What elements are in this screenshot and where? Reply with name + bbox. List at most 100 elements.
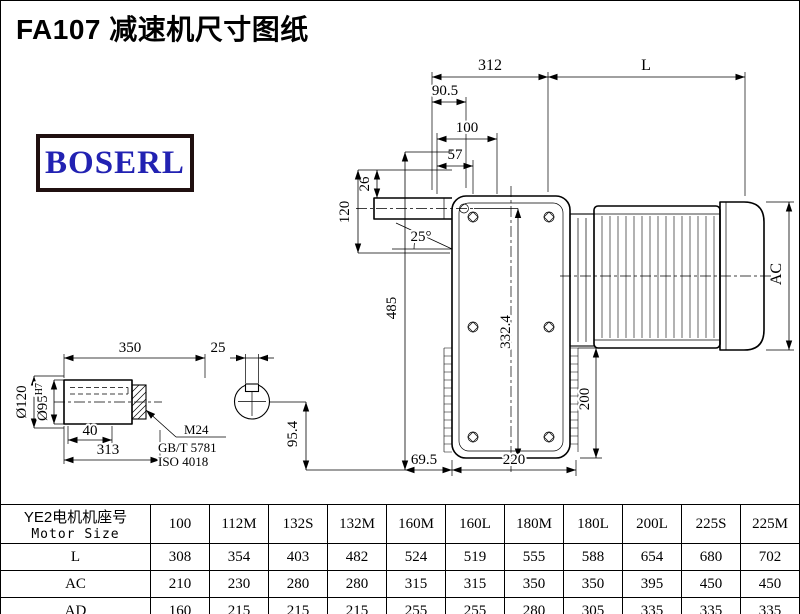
dim-value-cell: 450 — [740, 570, 800, 598]
table-header-motor-size: YE2电机机座号 Motor Size — [0, 504, 151, 544]
dimension-AC: AC — [766, 201, 794, 351]
col-header: 132S — [268, 504, 328, 544]
standard-iso-label: ISO 4018 — [158, 454, 208, 469]
dim-value-cell: 335 — [622, 597, 682, 614]
dimension-57: 57 — [437, 145, 474, 194]
dim-200: 200 — [577, 388, 593, 411]
dim-value-cell: 403 — [268, 543, 328, 571]
shaft-cross-section — [233, 383, 271, 420]
svg-text:Ø95H7: Ø95H7 — [34, 383, 51, 421]
shaft-detail — [54, 379, 162, 425]
dim-332-4: 332.4 — [498, 315, 514, 349]
dimension-40: 40 — [67, 421, 113, 444]
dim-dia-95: Ø95 — [35, 395, 51, 421]
col-header: 112M — [209, 504, 269, 544]
col-header: 180L — [563, 504, 623, 544]
col-header: 225M — [740, 504, 800, 544]
dimension-90-5: 90.5 — [430, 81, 467, 188]
dim-value-cell: 230 — [209, 570, 269, 598]
dim-AC: AC — [768, 263, 785, 285]
dim-220: 220 — [503, 452, 526, 468]
technical-drawing: 25° 312 L 90.5 — [12, 55, 794, 476]
dim-value-cell: 305 — [563, 597, 623, 614]
header-en: Motor Size — [31, 527, 120, 542]
dim-485: 485 — [384, 297, 400, 320]
angle-annotation: 25° — [392, 222, 453, 250]
dim-value-cell: 280 — [504, 597, 564, 614]
dim-value-cell: 315 — [386, 570, 446, 598]
dimension-220: 220 — [452, 450, 577, 476]
col-header: 132M — [327, 504, 387, 544]
dim-120: 120 — [337, 201, 353, 224]
dim-value-cell: 350 — [504, 570, 564, 598]
standard-gbt-label: GB/T 5781 — [158, 440, 217, 455]
dim-value-cell: 280 — [268, 570, 328, 598]
dim-dia-120: Ø120 — [14, 385, 30, 418]
dim-69-5: 69.5 — [411, 452, 437, 468]
tolerance-h7: H7 — [34, 383, 45, 395]
dim-value-cell: 702 — [740, 543, 800, 571]
col-header: 160L — [445, 504, 505, 544]
dim-312: 312 — [478, 57, 502, 74]
dim-value-cell: 350 — [563, 570, 623, 598]
col-header: 160M — [386, 504, 446, 544]
dim-value-cell: 588 — [563, 543, 623, 571]
dimension-200: 200 — [575, 347, 602, 459]
dim-value-cell: 654 — [622, 543, 682, 571]
dim-25deg: 25° — [411, 229, 432, 245]
dim-value-cell: 335 — [681, 597, 741, 614]
dim-value-cell: 395 — [622, 570, 682, 598]
dim-100: 100 — [456, 120, 479, 136]
dimension-312: 312 — [431, 55, 549, 192]
fan-cowl — [719, 201, 765, 351]
dim-value-cell: 315 — [445, 570, 505, 598]
dimension-L: L — [548, 55, 746, 196]
dimension-95-4: 95.4 — [270, 401, 405, 471]
dim-26: 26 — [357, 176, 373, 192]
dim-value-cell: 680 — [681, 543, 741, 571]
dim-value-cell: 450 — [681, 570, 741, 598]
dim-25: 25 — [211, 340, 226, 356]
dim-value-cell: 215 — [327, 597, 387, 614]
dim-value-cell: 555 — [504, 543, 564, 571]
dimension-313: 313 — [63, 426, 161, 464]
dim-value-cell: 482 — [327, 543, 387, 571]
output-shaft — [356, 197, 474, 220]
dim-value-cell: 215 — [268, 597, 328, 614]
thread-label: M24 — [184, 422, 209, 437]
header-cn: YE2电机机座号 — [23, 509, 128, 526]
dim-value-cell: 524 — [386, 543, 446, 571]
page-title: FA107 减速机尺寸图纸 — [16, 14, 309, 45]
dimension-120: 120 — [335, 170, 450, 254]
row-label: AC — [0, 570, 151, 598]
dim-value-cell: 255 — [445, 597, 505, 614]
dim-value-cell: 335 — [740, 597, 800, 614]
motor-size-table: YE2电机机座号 Motor Size 100 112M 132S 132M 1… — [0, 504, 800, 614]
col-header: 225S — [681, 504, 741, 544]
dim-313: 313 — [97, 442, 120, 458]
dim-L: L — [641, 57, 651, 74]
dimension-25: 25 — [209, 338, 274, 383]
thread-callout: M24 GB/T 5781 ISO 4018 — [145, 409, 226, 471]
dim-value-cell: 255 — [386, 597, 446, 614]
dimension-dia120: Ø120 — [12, 375, 64, 429]
dim-value-cell: 308 — [150, 543, 210, 571]
dim-value-cell: 160 — [150, 597, 210, 614]
dim-value-cell: 210 — [150, 570, 210, 598]
dim-value-cell: 215 — [209, 597, 269, 614]
dimension-dia95: Ø95H7 — [32, 379, 64, 425]
col-header: 200L — [622, 504, 682, 544]
col-header: 180M — [504, 504, 564, 544]
dim-value-cell: 354 — [209, 543, 269, 571]
dim-90-5: 90.5 — [432, 83, 458, 99]
dim-value-cell: 519 — [445, 543, 505, 571]
dimension-26: 26 — [355, 169, 452, 198]
dimension-332-4: 332.4 — [474, 208, 522, 458]
col-header: 100 — [150, 504, 210, 544]
dim-value-cell: 280 — [327, 570, 387, 598]
dimension-69-5: 69.5 — [405, 450, 453, 476]
dim-57: 57 — [448, 147, 464, 163]
dimension-100: 100 — [436, 118, 498, 194]
boserl-logo: BOSERL — [36, 134, 194, 192]
